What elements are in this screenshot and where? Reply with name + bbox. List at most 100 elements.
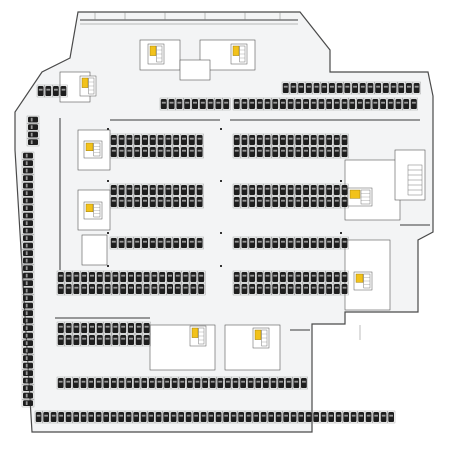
parked-car (333, 272, 340, 282)
parked-car (295, 99, 302, 109)
parked-car (159, 284, 166, 294)
parked-car (135, 323, 142, 333)
parked-car (387, 99, 394, 109)
parked-car (233, 135, 240, 145)
parked-car (57, 284, 64, 294)
parked-car (198, 272, 205, 282)
stairwells (407, 164, 423, 196)
parked-car (23, 167, 33, 174)
parked-car (23, 370, 33, 376)
parked-car (159, 272, 166, 282)
parked-car (241, 99, 248, 109)
parked-car (249, 238, 256, 248)
parked-car (118, 147, 125, 157)
parked-car (373, 412, 379, 422)
parked-car (120, 272, 127, 282)
parked-car (272, 197, 279, 207)
parked-car (280, 99, 286, 109)
parked-car (303, 185, 309, 195)
parked-car (364, 99, 371, 109)
parked-car (287, 147, 294, 157)
parked-car (341, 272, 348, 282)
parked-car (126, 135, 133, 145)
parked-car (290, 412, 297, 422)
parked-car (23, 265, 33, 271)
parked-car (310, 238, 317, 248)
parked-car (149, 238, 156, 248)
parked-car (295, 272, 302, 282)
parked-car (272, 147, 279, 157)
parked-car (140, 412, 147, 422)
parked-car (272, 272, 279, 282)
parked-car (118, 378, 125, 388)
parked-car (104, 335, 111, 345)
parked-car (173, 135, 180, 145)
parked-car (148, 412, 154, 422)
parked-car (295, 185, 302, 195)
parked-car (171, 378, 178, 388)
parked-car (149, 378, 155, 388)
parked-car (134, 197, 141, 207)
parked-car (149, 135, 156, 145)
parked-car (287, 284, 294, 294)
parked-car (320, 412, 327, 422)
parked-car (151, 284, 158, 294)
parked-car (249, 284, 256, 294)
parked-car (225, 378, 231, 388)
parked-car (313, 83, 320, 93)
parked-car (135, 284, 142, 294)
parked-car (241, 197, 248, 207)
parked-car (305, 83, 312, 93)
parked-car (89, 284, 95, 294)
parked-car (143, 335, 150, 345)
parked-car (126, 185, 133, 195)
parked-car (142, 135, 148, 145)
parked-car (96, 335, 103, 345)
parked-car (390, 83, 397, 93)
parked-car (88, 378, 94, 388)
parked-car (341, 135, 348, 145)
parked-car (318, 185, 325, 195)
parked-car (249, 185, 256, 195)
parked-car (128, 284, 134, 294)
parked-car (287, 135, 294, 145)
parked-car (103, 378, 110, 388)
parked-car (143, 323, 150, 333)
parked-car (280, 238, 286, 248)
parked-car (240, 378, 246, 388)
parked-car (287, 185, 294, 195)
elevator-core (353, 271, 373, 291)
parked-car (45, 86, 52, 96)
parked-car (196, 135, 203, 145)
parked-car (256, 284, 263, 294)
parked-car (310, 197, 317, 207)
parked-car (272, 284, 279, 294)
parked-car (173, 238, 180, 248)
parked-car (126, 147, 133, 157)
parked-car (413, 83, 420, 93)
parked-car (241, 284, 248, 294)
parked-car (163, 412, 169, 422)
parking-stall (21, 399, 35, 408)
parked-car (23, 272, 33, 279)
parked-car (318, 284, 325, 294)
parked-car (241, 272, 248, 282)
parked-car (149, 185, 156, 195)
parked-car (126, 197, 133, 207)
parked-car (357, 99, 363, 109)
parked-car (128, 323, 134, 333)
parked-car (290, 83, 297, 93)
parked-car (190, 284, 197, 294)
parked-car (196, 238, 203, 248)
parked-car (341, 284, 348, 294)
parked-car (28, 139, 38, 145)
parked-car (188, 147, 195, 157)
parked-car (95, 412, 102, 422)
parked-car (375, 83, 382, 93)
parked-car (181, 197, 187, 207)
parked-car (326, 185, 333, 195)
parked-car (303, 99, 309, 109)
parked-car (173, 147, 180, 157)
elevator-core (347, 187, 373, 207)
parked-car (73, 378, 79, 388)
